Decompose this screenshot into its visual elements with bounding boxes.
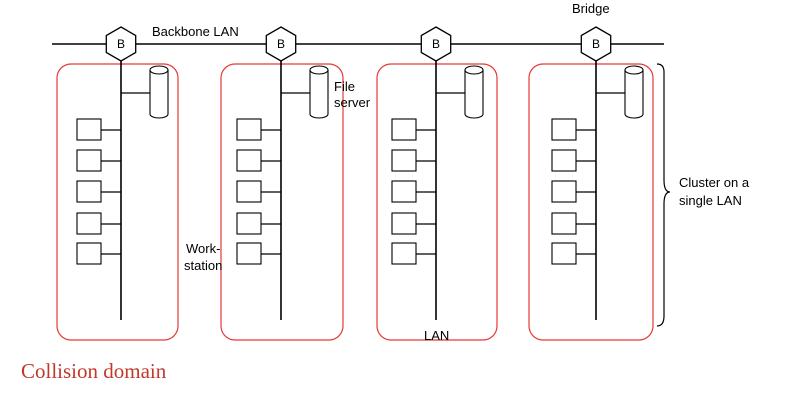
workstation-icon <box>551 149 577 172</box>
cluster-label-line2: single LAN <box>679 193 742 208</box>
workstation-icon <box>551 180 577 203</box>
bridge-icon <box>420 26 452 62</box>
workstation-icon <box>551 212 577 235</box>
workstation-icon <box>391 180 417 203</box>
file-server-icon <box>309 65 329 119</box>
bridge-label: Bridge <box>572 1 610 16</box>
cluster-brace <box>656 63 671 327</box>
workstation-icon <box>236 118 262 141</box>
bridge-letter: B <box>277 37 285 51</box>
collision-domain-caption: Collision domain <box>21 359 167 383</box>
workstation-icon <box>551 118 577 141</box>
backbone-label: Backbone LAN <box>152 24 239 39</box>
workstation-icon <box>391 212 417 235</box>
collision-domain-frame <box>220 63 344 341</box>
bridge-icon <box>105 26 137 62</box>
workstation-icon <box>391 242 417 265</box>
workstation-icon <box>391 149 417 172</box>
bridge-letter: B <box>432 37 440 51</box>
workstation-icon <box>236 149 262 172</box>
workstation-icon <box>236 212 262 235</box>
workstation-icon <box>76 118 102 141</box>
workstation-label-line2: station <box>184 258 222 273</box>
workstation-icon <box>76 242 102 265</box>
collision-domain-frame <box>56 63 179 341</box>
file-server-label-line1: File <box>334 79 355 94</box>
cluster-label-line1: Cluster on a <box>679 175 750 190</box>
workstation-icon <box>76 212 102 235</box>
workstation-icon <box>551 242 577 265</box>
file-server-icon <box>464 65 484 119</box>
cluster-2: B <box>220 26 344 341</box>
bridge-letter: B <box>117 37 125 51</box>
cluster-3: B <box>376 26 498 341</box>
workstation-icon <box>236 180 262 203</box>
cluster-1: B <box>56 26 179 341</box>
workstation-icon <box>391 118 417 141</box>
bridge-icon <box>580 26 612 62</box>
file-server-icon <box>149 65 169 119</box>
workstation-icon <box>76 149 102 172</box>
file-server-label-line2: server <box>334 95 371 110</box>
workstation-icon <box>76 180 102 203</box>
bridge-letter: B <box>592 37 600 51</box>
workstation-icon <box>236 242 262 265</box>
cluster-4: B <box>528 26 654 341</box>
bridge-icon <box>265 26 297 62</box>
collision-domain-frame <box>528 63 654 341</box>
lan-label: LAN <box>424 328 449 343</box>
workstation-label-line1: Work- <box>186 241 220 256</box>
file-server-icon <box>624 65 644 119</box>
collision-domain-frame <box>376 63 498 341</box>
